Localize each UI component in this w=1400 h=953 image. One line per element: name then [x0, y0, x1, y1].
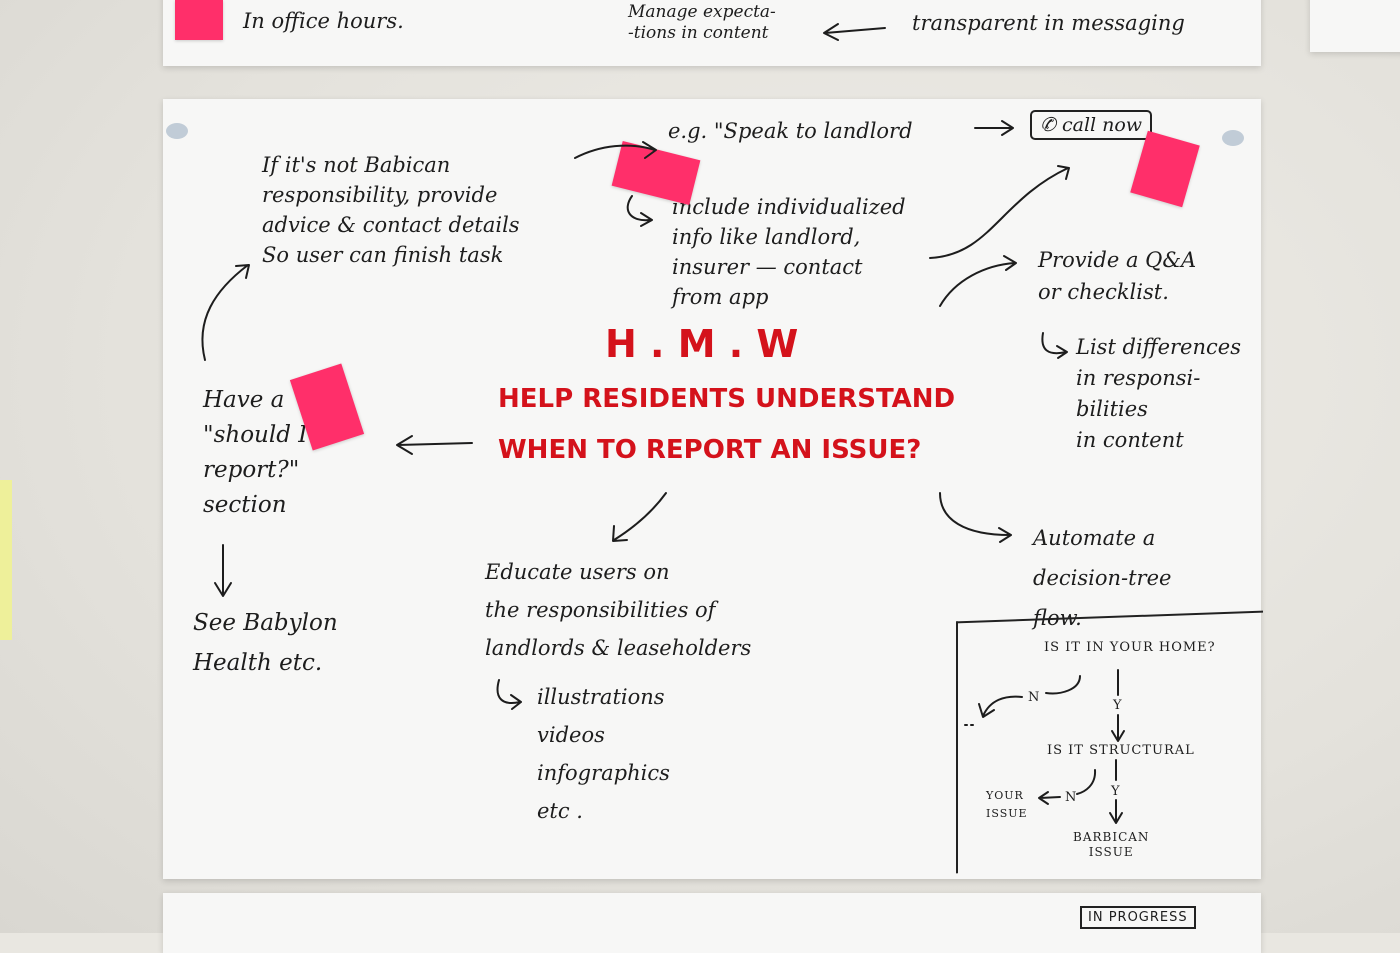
flow-n1: N [1028, 690, 1041, 705]
flow-q1: IS IT IN YOUR HOME? [1044, 640, 1216, 655]
top-right-sheet [1310, 0, 1400, 52]
arrow-to-call-now [974, 120, 1014, 136]
hand-drawn-arrows [201, 23, 1125, 824]
flow-n2: N [1065, 790, 1078, 805]
babylon-note: See Babylon Health etc. [193, 610, 338, 676]
flow-barbican-issue: BARBICAN ISSUE [1073, 830, 1150, 859]
main-sheet [163, 99, 1261, 879]
top-mid-note: Manage expecta- -tions in content [628, 2, 776, 43]
top-sticky-note [175, 0, 223, 40]
flow-arrow-y1 [1111, 714, 1125, 742]
flow-arrow-n2 [1038, 791, 1061, 805]
pin-left [166, 123, 188, 139]
arrow-top-sheet [823, 23, 886, 41]
arrow-to-automate [939, 492, 1012, 543]
hmw-question-line1: HELP RESIDENTS UNDERSTAND [498, 384, 956, 414]
flow-arrow-n1 [978, 695, 1023, 718]
individualized-note: include individualized info like landlor… [672, 195, 906, 309]
automate-note: Automate a decision-tree flow. [1033, 526, 1172, 630]
top-right-note: transparent in messaging [912, 11, 1185, 35]
top-sheet [163, 0, 1261, 66]
arrow-to-babylon [214, 544, 232, 597]
qa-note: Provide a Q&A or checklist. [1038, 248, 1197, 304]
flow-your-issue: YOUR ISSUE [986, 789, 1028, 820]
call-now-button: ✆ call now [1030, 110, 1153, 140]
arrow-hook-differences [1041, 332, 1068, 359]
media-note: illustrations videos infographics etc . [537, 685, 670, 823]
phone-icon: ✆ [1040, 114, 1062, 136]
pin-right [1222, 130, 1244, 146]
flow-q2: IS IT STRUCTURAL [1047, 743, 1195, 758]
should-report-note: Have a "should I report?" section [203, 387, 308, 518]
flow-arrow-y2 [1109, 799, 1123, 824]
babican-note: If it's not Babican responsibility, prov… [262, 153, 520, 267]
educate-note: Educate users on the responsibilities of… [485, 560, 752, 660]
differences-note: List differences in responsi- bilities i… [1076, 335, 1241, 452]
arrow-to-qa [939, 255, 1017, 307]
flow-arrow-n2-hook [1076, 769, 1097, 795]
flow-arrow-n1-hook [1045, 675, 1081, 695]
arrow-to-educate [612, 492, 667, 542]
status-in-progress: IN PROGRESS [1080, 906, 1196, 929]
arrow-to-call-now-curve [929, 165, 1070, 259]
arrow-hook-individualized [626, 195, 653, 227]
arrow-up-to-babican [201, 264, 250, 361]
hmw-question-line2: WHEN TO REPORT AN ISSUE? [498, 435, 922, 465]
hmw-heading: H . M . W [605, 322, 799, 366]
example-note: e.g. "Speak to landlord [668, 119, 913, 143]
arrow-hook-media [496, 679, 522, 710]
flow-y1: Y [1113, 698, 1123, 713]
arrow-to-should-report [396, 435, 473, 455]
flow-y2: Y [1111, 784, 1121, 799]
top-left-note: In office hours. [243, 9, 404, 33]
yellow-sheet-edge [0, 480, 12, 640]
call-now-label: call now [1061, 114, 1143, 136]
arrow-to-example [574, 141, 657, 159]
